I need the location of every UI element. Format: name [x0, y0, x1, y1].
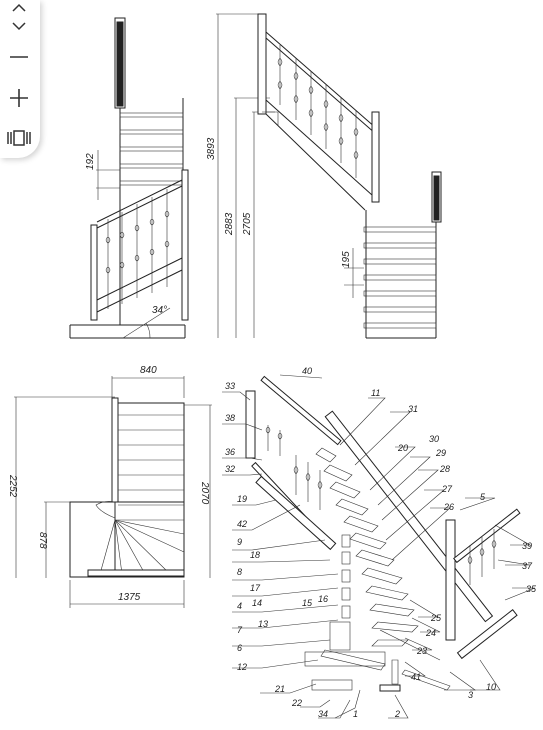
plan-view: 840 2252 878 2070 1375 [7, 365, 212, 608]
callout-26: 26 [443, 502, 454, 512]
dim-2883: 2883 [224, 212, 235, 236]
callout-36: 36 [225, 447, 235, 457]
callout-13: 13 [258, 619, 268, 629]
callout-32: 32 [225, 464, 235, 474]
callout-17: 17 [250, 583, 261, 593]
dim-195: 195 [341, 251, 352, 268]
callout-38: 38 [225, 413, 235, 423]
callout-12: 12 [237, 662, 247, 672]
callout-29: 29 [435, 448, 446, 458]
callout-18: 18 [250, 550, 260, 560]
callout-25: 25 [430, 613, 442, 623]
chevron-down-icon[interactable] [4, 14, 34, 38]
callout-14: 14 [252, 598, 262, 608]
callout-10: 10 [486, 682, 496, 692]
fit-page-icon[interactable] [4, 126, 34, 150]
dim-3893: 3893 [206, 137, 217, 160]
dim-840: 840 [140, 365, 157, 376]
callout-15: 15 [302, 598, 313, 608]
callout-8: 8 [237, 567, 242, 577]
callout-30: 30 [429, 434, 439, 444]
dim-1375: 1375 [118, 592, 141, 603]
callout-39: 39 [522, 541, 532, 551]
zoom-out-icon[interactable] [4, 45, 34, 69]
callout-33: 33 [225, 381, 235, 391]
callout-37: 37 [522, 561, 533, 571]
callout-19: 19 [237, 494, 247, 504]
callout-7: 7 [237, 625, 243, 635]
callout-35: 35 [526, 584, 537, 594]
zoom-in-icon[interactable] [4, 86, 34, 110]
callout-42: 42 [237, 519, 247, 529]
dim-878: 878 [37, 532, 48, 549]
side-elevation-left: 192 34° [69, 17, 189, 339]
callout-40: 40 [302, 366, 312, 376]
callout-28: 28 [439, 464, 450, 474]
callout-1: 1 [353, 709, 358, 719]
callout-21: 21 [274, 684, 285, 694]
callout-2: 2 [394, 709, 400, 719]
dim-192: 192 [85, 153, 96, 170]
callout-leaders [222, 374, 536, 719]
dim-2070: 2070 [199, 481, 210, 505]
side-elevation-right: 3893 2883 2705 [206, 13, 442, 339]
callout-23: 23 [416, 646, 427, 656]
callout-20: 20 [397, 443, 408, 453]
dim-2705: 2705 [242, 212, 253, 236]
callout-22: 22 [291, 698, 302, 708]
dim-2252: 2252 [7, 474, 18, 498]
viewer-controls [0, 0, 40, 158]
callout-labels: 40 33 38 36 32 19 42 9 18 8 17 4 14 15 1… [225, 366, 537, 719]
callout-5: 5 [480, 492, 486, 502]
callout-4: 4 [237, 601, 242, 611]
callout-3: 3 [468, 690, 473, 700]
callout-9: 9 [237, 537, 242, 547]
callout-24: 24 [425, 628, 436, 638]
callout-27: 27 [441, 484, 453, 494]
callout-34: 34 [318, 709, 328, 719]
exploded-view [245, 375, 521, 692]
callout-16: 16 [318, 594, 328, 604]
callout-31: 31 [408, 404, 418, 414]
callout-6: 6 [237, 643, 242, 653]
callout-11: 11 [371, 388, 380, 398]
dim-34-deg: 34° [152, 305, 167, 316]
chevron-up-icon[interactable] [4, 0, 34, 20]
callout-41: 41 [411, 672, 421, 682]
